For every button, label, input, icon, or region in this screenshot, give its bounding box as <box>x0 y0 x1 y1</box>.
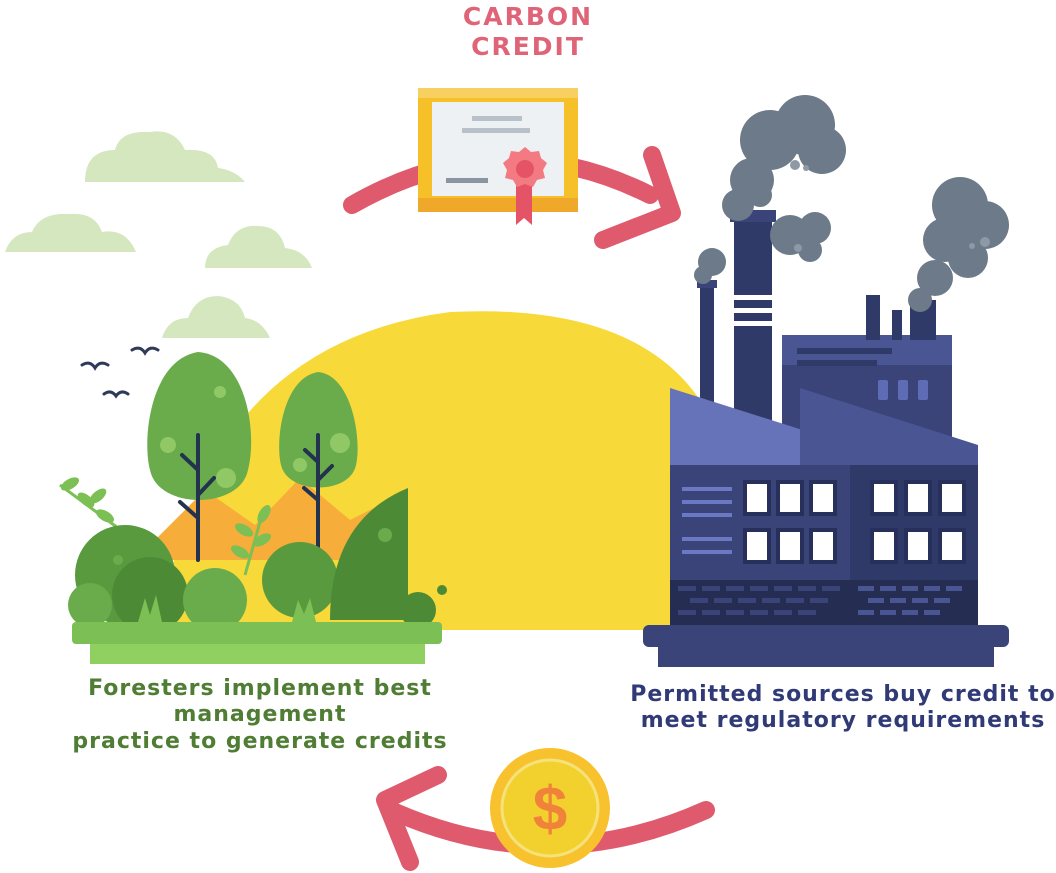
factory-caption-line-2: meet regulatory requirements <box>640 708 1046 734</box>
ground-strip <box>72 622 442 644</box>
factory-icon <box>643 210 1009 667</box>
ribbon-seal-icon <box>503 147 547 225</box>
certificate-icon <box>418 88 578 225</box>
forest-caption: Foresters implement best management prac… <box>0 676 520 755</box>
cloud-icon <box>205 225 312 268</box>
factory-caption-line-1: Permitted sources buy credit to <box>630 682 1056 707</box>
smoke-icon <box>694 95 1009 312</box>
forest-caption-line-2: practice to generate credits <box>72 728 448 754</box>
title-line-1: CARBON <box>462 2 594 31</box>
ground-base <box>90 644 425 664</box>
bird-icon <box>80 346 160 399</box>
tree-icon <box>279 372 358 562</box>
coin-icon <box>490 748 610 868</box>
smoke-highlight <box>790 160 990 252</box>
cloud-icon <box>85 131 245 182</box>
cloud-icon <box>5 213 136 252</box>
tree-icon <box>147 352 252 562</box>
bush-group <box>68 488 447 633</box>
carbon-credit-title: CARBON CREDIT <box>378 2 678 62</box>
factory-caption: Permitted sources buy credit to meet reg… <box>630 682 1056 735</box>
cloud-icon <box>162 296 270 338</box>
forest-group <box>59 352 447 664</box>
coin-symbol: $ <box>533 775 567 844</box>
title-line-2: CREDIT <box>471 32 585 61</box>
sprig-icon <box>59 477 272 576</box>
forest-caption-line-1: Foresters implement best management <box>88 676 432 728</box>
